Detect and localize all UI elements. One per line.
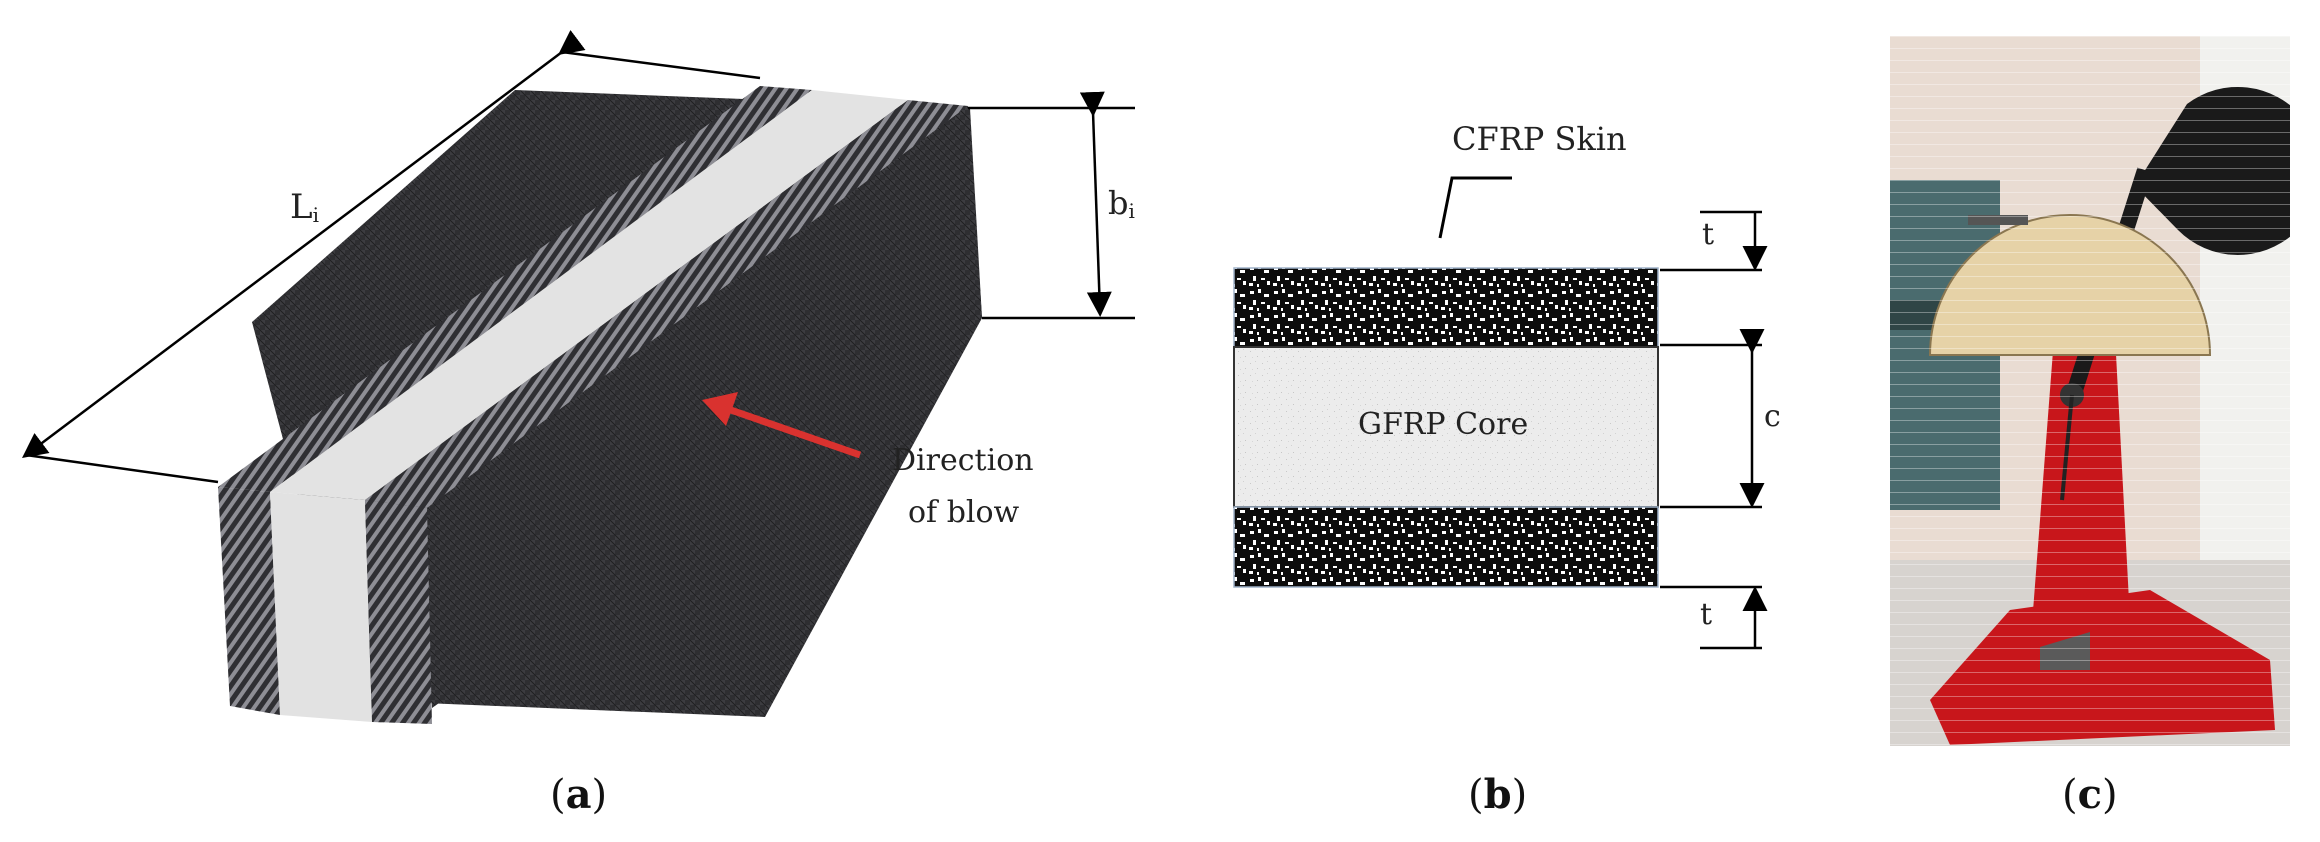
panel-a-beam-diagram: Li bi Direction of blow (a) [22, 29, 1135, 818]
blow-direction-arrow [723, 404, 862, 459]
blow-arrow-head [702, 392, 738, 426]
caption-a: (a) [550, 771, 607, 818]
top-thickness-label: t [1702, 217, 1714, 252]
length-dimension-line [22, 29, 586, 459]
bottom-thickness-label: t [1700, 597, 1712, 632]
beam-end-core [270, 492, 372, 722]
beam-side-face [427, 106, 982, 708]
length-label: Li [290, 187, 319, 227]
gfrp-core [1233, 346, 1659, 508]
length-extension-top [561, 50, 761, 80]
length-extension-bottom [25, 453, 219, 484]
core-label: GFRP Core [1358, 407, 1528, 442]
cfrp-skin-top [1233, 267, 1659, 348]
width-label: bi [1108, 184, 1135, 223]
direction-label-line1: Direction [892, 443, 1034, 478]
core-thickness-label: c [1764, 399, 1781, 434]
beam-end-skin-left [218, 487, 280, 715]
beam-end-skin-right [365, 500, 432, 724]
panel-b-cross-section: GFRP Core CFRP Skin t c t (b) [1233, 120, 1781, 818]
caption-c: (c) [2062, 771, 2118, 818]
skin-label: CFRP Skin [1452, 120, 1627, 158]
panel-c-impact-tester-photo: (c) [1890, 36, 2290, 818]
photo-scanlines [1890, 36, 2290, 746]
cfrp-skin-bottom [1233, 506, 1659, 588]
width-dimension-line [1079, 91, 1112, 317]
skin-leader-line [1438, 176, 1512, 239]
direction-label-line2: of blow [908, 495, 1020, 530]
caption-b: (b) [1468, 771, 1527, 818]
